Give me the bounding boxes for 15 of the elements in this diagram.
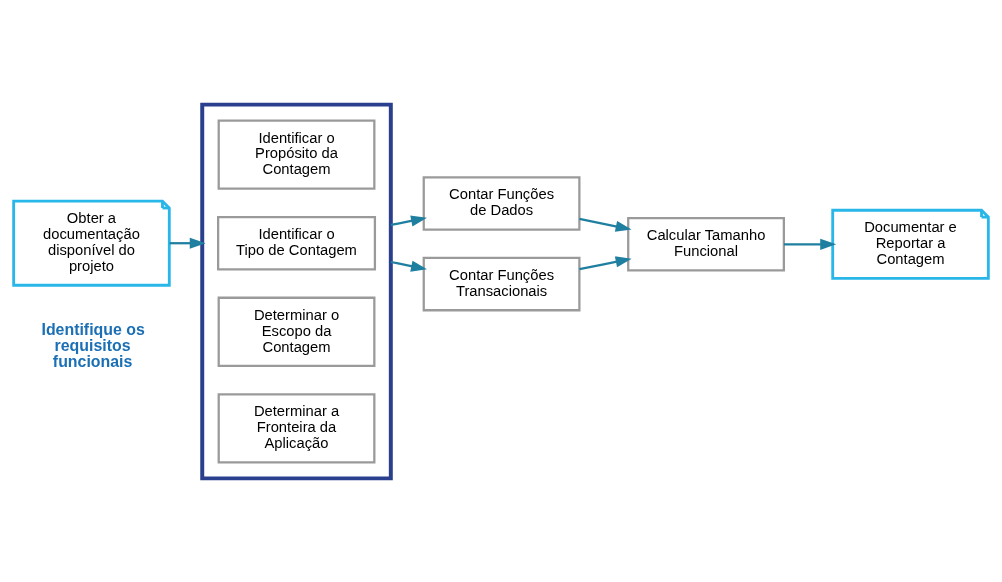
cluster [200, 102, 393, 480]
node-box: Determinar o Escopo da Contagem [217, 296, 376, 367]
node-box: Determinar a Fronteira da Aplicação [217, 392, 376, 464]
arrow [783, 238, 837, 250]
node-box: Identificar o Propósito da Contagem [217, 118, 376, 190]
node-label: Identifique os requisitos funcionais [41, 320, 145, 370]
arrow [390, 214, 427, 226]
node-box: Identificar o Tipo de Contagem [217, 215, 377, 270]
node-box: Calcular Tamanho Funcional [627, 216, 785, 272]
node-box: Contar Funções Transacionais [422, 256, 581, 311]
arrow [390, 260, 427, 272]
arrow [579, 217, 632, 232]
arrow [579, 255, 632, 270]
node-box: Contar Funções de Dados [422, 175, 581, 231]
arrow [169, 237, 206, 249]
